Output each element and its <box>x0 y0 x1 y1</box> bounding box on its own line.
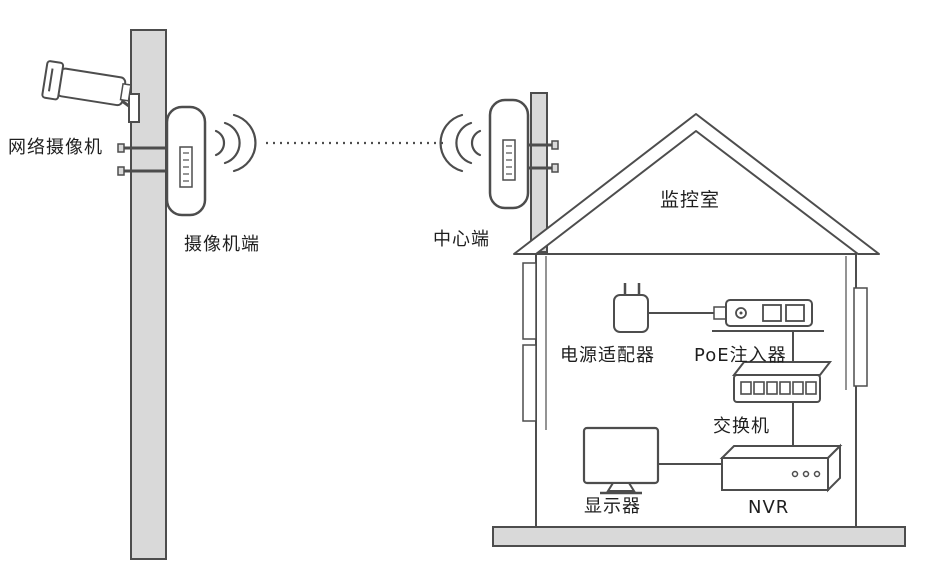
wifi-waves-left-icon <box>214 113 257 173</box>
wifi-waves-right-icon <box>439 113 482 173</box>
monitor-icon <box>582 426 660 495</box>
left-wall-panel-upper <box>522 262 537 340</box>
label-poe-injector: PoE注入器 <box>694 345 787 366</box>
label-power-adapter: 电源适配器 <box>560 345 655 366</box>
label-nvr: NVR <box>748 497 790 518</box>
switch-ports <box>740 381 817 395</box>
house-roof <box>513 113 880 255</box>
label-camera-side-cpe: 摄像机端 <box>184 234 260 255</box>
label-network-camera: 网络摄像机 <box>8 137 103 158</box>
adapter-plug <box>713 306 727 320</box>
camera-side-cpe-icon <box>165 105 207 217</box>
left-cpe-mount <box>117 143 172 176</box>
label-switch: 交换机 <box>713 416 770 437</box>
cctv-camera-icon <box>41 60 140 123</box>
label-monitor-room: 监控室 <box>660 189 721 211</box>
label-monitor: 显示器 <box>584 496 641 517</box>
poe-injector-icon <box>712 299 824 332</box>
right-pole <box>530 92 548 253</box>
cpe-led-strip <box>506 145 512 175</box>
cpe-led-strip <box>183 152 189 182</box>
ground-base <box>492 526 906 547</box>
nvr-icon <box>719 443 843 493</box>
left-wall-panel-lower <box>522 344 537 422</box>
right-wall-panel <box>853 287 868 387</box>
label-center-side-cpe: 中心端 <box>433 229 490 250</box>
power-adapter-icon <box>613 283 727 333</box>
ethernet-switch-icon <box>731 361 833 403</box>
center-side-cpe-icon <box>488 98 530 210</box>
